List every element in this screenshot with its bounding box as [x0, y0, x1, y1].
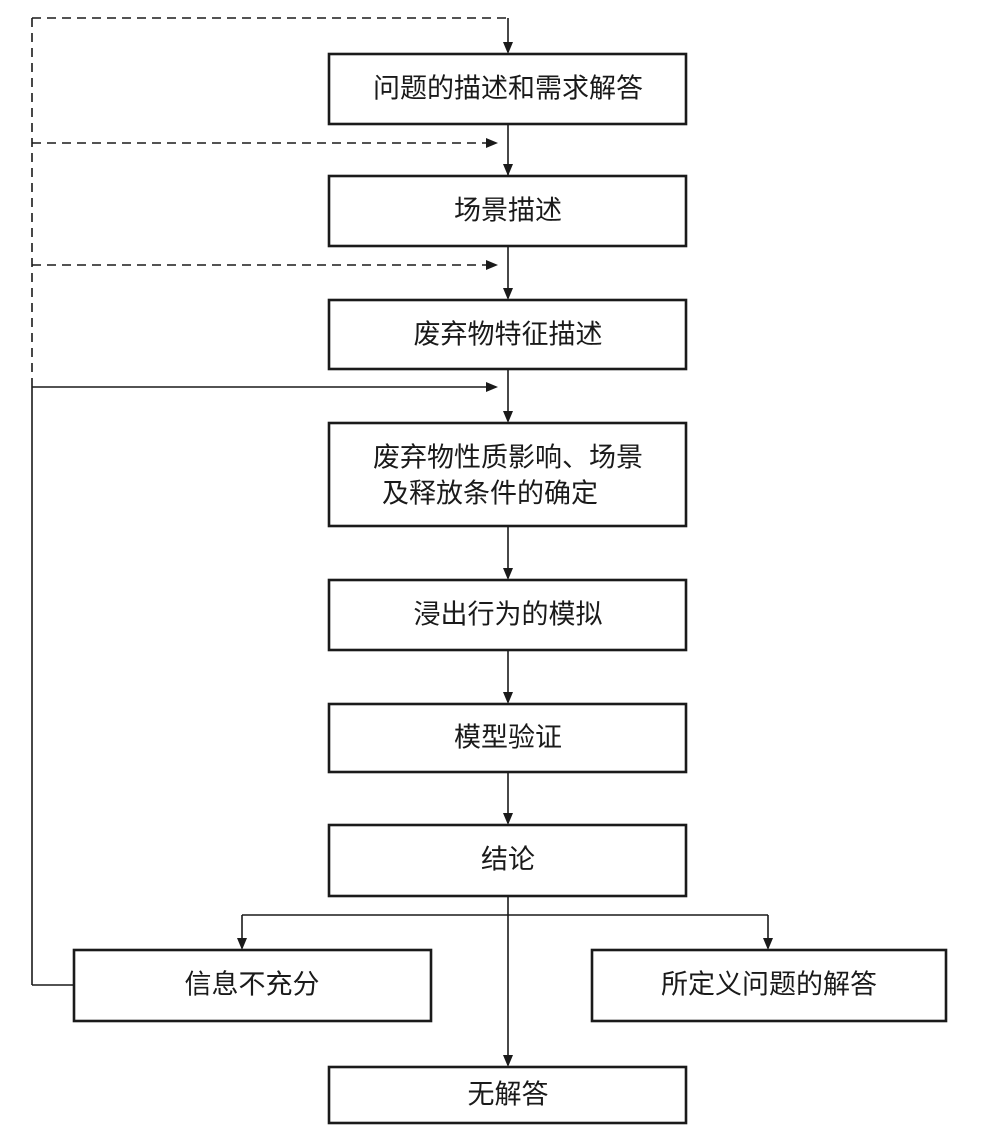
node-answer-label: 所定义问题的解答 — [661, 970, 877, 1001]
node-problem-label: 问题的描述和需求解答 — [373, 74, 643, 105]
node-insufficient: 信息不充分 — [72, 948, 433, 1023]
node-simulate: 浸出行为的模拟 — [327, 578, 688, 652]
arrowhead — [503, 813, 513, 825]
node-no-answer-label: 无解答 — [468, 1080, 549, 1111]
node-problem: 问题的描述和需求解答 — [327, 52, 688, 126]
arrowhead — [503, 288, 513, 300]
arrowhead — [503, 42, 513, 54]
arrowhead — [503, 568, 513, 580]
arrowhead — [237, 938, 247, 950]
node-waste-label: 废弃物特征描述 — [414, 320, 603, 351]
node-conclusion-label: 结论 — [481, 845, 535, 876]
node-insufficient-label: 信息不充分 — [185, 970, 320, 1001]
node-validate-label: 模型验证 — [454, 723, 562, 754]
arrowhead — [503, 1055, 513, 1067]
arrowhead — [503, 164, 513, 176]
node-determine-label-line1: 废弃物性质影响、场景 — [373, 443, 643, 474]
arrowhead — [486, 260, 498, 270]
node-determine: 废弃物性质影响、场景 及释放条件的确定 — [327, 421, 688, 528]
node-waste: 废弃物特征描述 — [327, 298, 688, 371]
node-determine-label-line2: 及释放条件的确定 — [382, 479, 598, 510]
arrowhead — [503, 411, 513, 423]
node-scenario-label: 场景描述 — [454, 196, 562, 227]
arrowhead — [763, 938, 773, 950]
node-conclusion: 结论 — [327, 823, 688, 898]
node-answer: 所定义问题的解答 — [590, 948, 948, 1023]
node-validate: 模型验证 — [327, 702, 688, 774]
node-no-answer: 无解答 — [327, 1065, 688, 1125]
arrowhead — [486, 382, 498, 392]
node-simulate-label: 浸出行为的模拟 — [414, 600, 603, 631]
node-scenario: 场景描述 — [327, 174, 688, 248]
arrowhead — [503, 692, 513, 704]
arrowhead — [486, 138, 498, 148]
